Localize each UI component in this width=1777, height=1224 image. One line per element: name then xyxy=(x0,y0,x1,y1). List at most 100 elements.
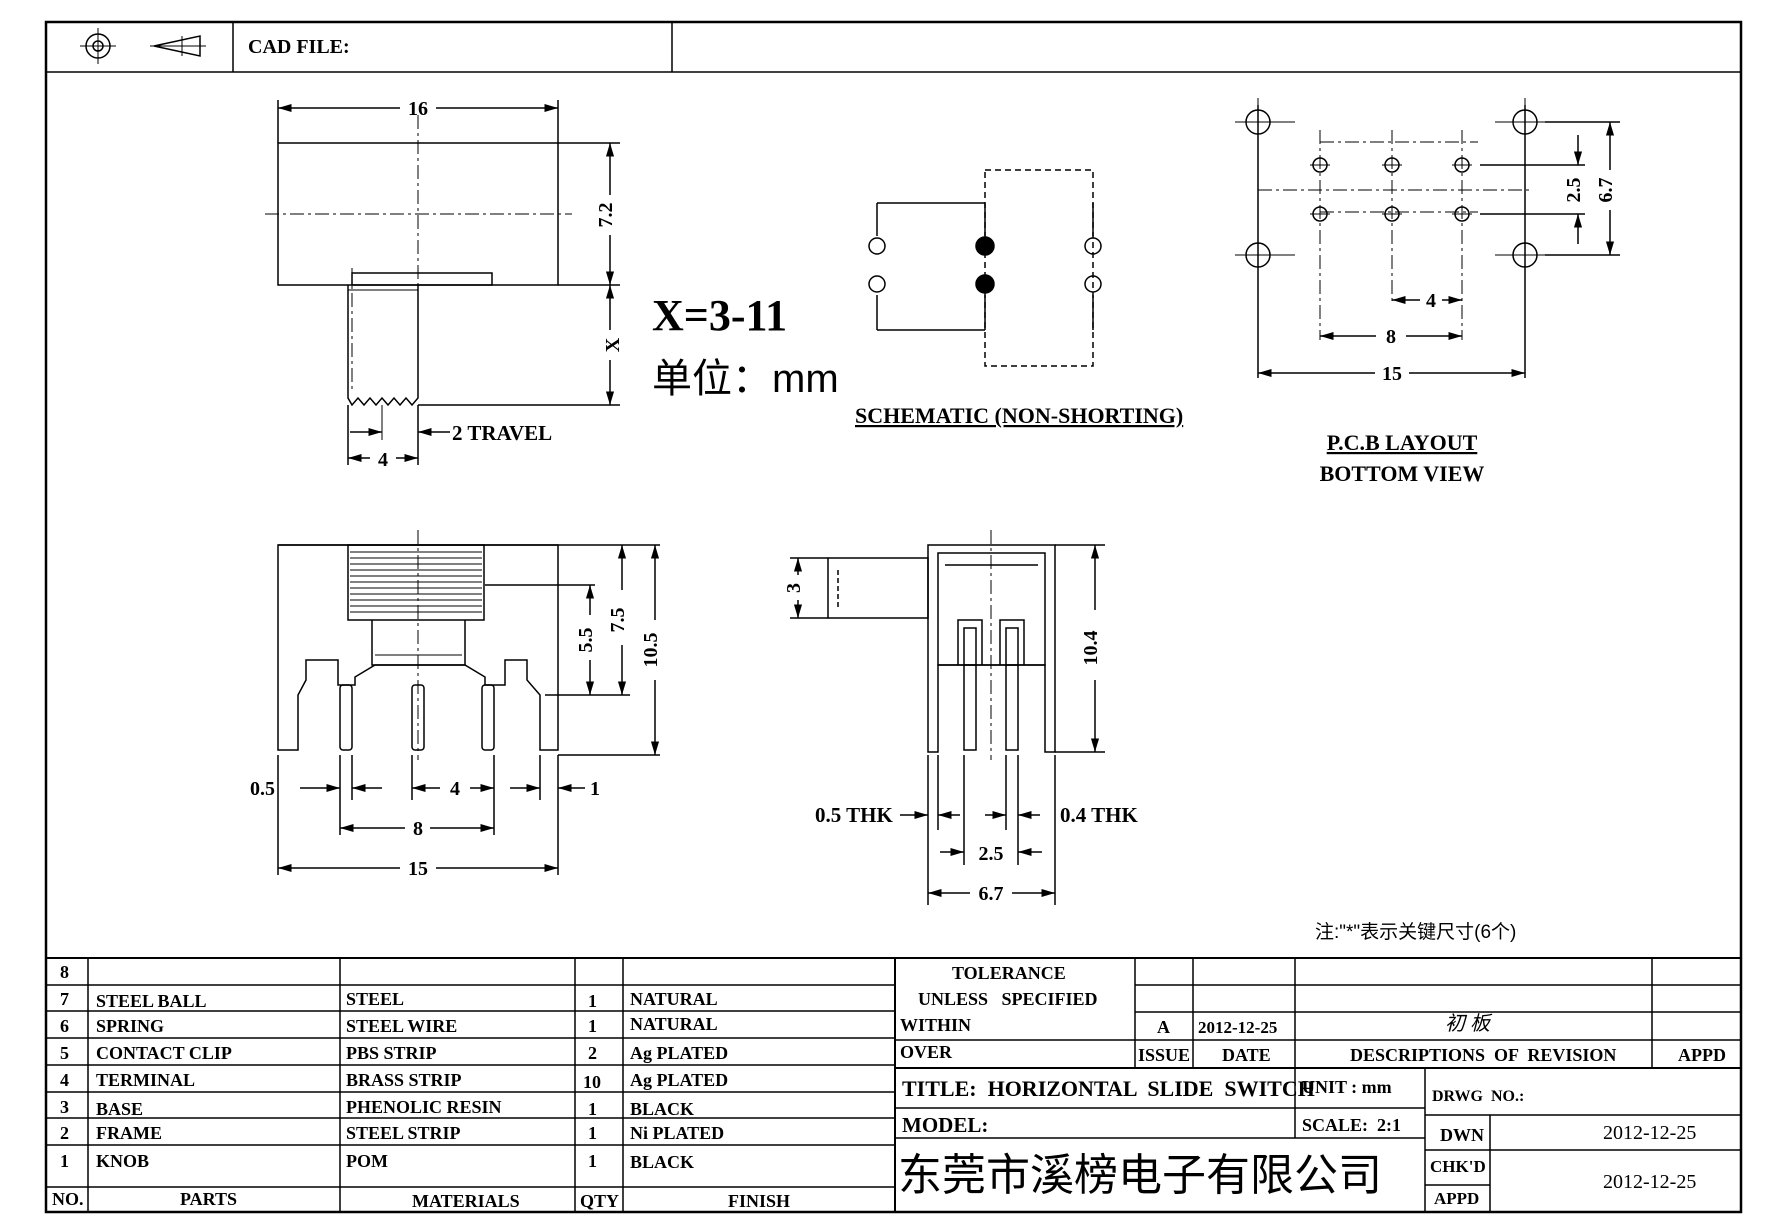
projection-symbol-icon xyxy=(80,28,206,64)
schematic-title: SCHEMATIC (NON-SHORTING) xyxy=(855,403,1183,428)
knob-width-label: 4 xyxy=(378,449,388,471)
bom-part: BASE xyxy=(96,1099,144,1119)
bom-qty: 10 xyxy=(583,1072,601,1092)
bom-part: FRAME xyxy=(96,1123,162,1143)
revision-date: 2012-12-25 xyxy=(1198,1018,1278,1037)
bom-part: STEEL BALL xyxy=(96,991,207,1011)
bom-part: SPRING xyxy=(96,1016,165,1036)
issue-label: ISSUE xyxy=(1138,1045,1191,1065)
pcb-layout xyxy=(1235,98,1620,378)
header-qty: QTY xyxy=(580,1191,620,1211)
descriptions-label: DESCRIPTIONS OF REVISION xyxy=(1350,1045,1617,1065)
side-d-3: 3 xyxy=(783,583,805,593)
drwg-no-label: DRWG NO.: xyxy=(1432,1088,1525,1105)
header-materials: MATERIALS xyxy=(412,1191,520,1211)
side-thk-right: 0.4 THK xyxy=(1060,803,1138,827)
header-parts: PARTS xyxy=(180,1189,238,1209)
bom-material: STEEL STRIP xyxy=(346,1123,461,1143)
front-h-10-5: 10.5 xyxy=(640,633,662,668)
side-view xyxy=(790,530,1105,905)
chk-date: 2012-12-25 xyxy=(1603,1171,1697,1193)
cad-file-label: CAD FILE: xyxy=(248,36,350,58)
bom-finish: Ag PLATED xyxy=(630,1043,729,1063)
front-d-4: 4 xyxy=(450,778,460,800)
bom-part: TERMINAL xyxy=(96,1070,196,1090)
revision-letter: A xyxy=(1157,1017,1170,1037)
schematic-diagram xyxy=(868,169,1102,367)
header-finish: FINISH xyxy=(728,1191,791,1211)
pcb-dim-2-5: 2.5 xyxy=(1563,178,1585,203)
bom-no: 3 xyxy=(60,1097,69,1117)
bom-finish: Ag PLATED xyxy=(630,1070,729,1090)
bom-no: 7 xyxy=(60,989,69,1009)
pcb-subtitle: BOTTOM VIEW xyxy=(1320,461,1485,486)
over-label: OVER xyxy=(900,1042,953,1062)
top-x-label: X xyxy=(602,337,624,352)
bom-material: STEEL WIRE xyxy=(346,1016,458,1036)
bom-qty: 1 xyxy=(588,1099,597,1119)
pcb-dim-8: 8 xyxy=(1386,326,1396,348)
bom-qty: 1 xyxy=(588,1151,597,1171)
header-block: CAD FILE: xyxy=(80,22,673,72)
bom-finish: NATURAL xyxy=(630,1014,718,1034)
tolerance-label: TOLERANCE xyxy=(952,963,1066,983)
date-label: DATE xyxy=(1222,1045,1271,1065)
side-h-10-4: 10.4 xyxy=(1080,631,1102,666)
pcb-dim-15: 15 xyxy=(1382,363,1402,385)
bom-finish: BLACK xyxy=(630,1099,695,1119)
bom-material: BRASS STRIP xyxy=(346,1070,462,1090)
bom-finish: NATURAL xyxy=(630,989,718,1009)
front-d-0-5: 0.5 xyxy=(250,778,275,800)
bom-qty: 1 xyxy=(588,1123,597,1143)
bom-no: 5 xyxy=(60,1043,69,1063)
top-view xyxy=(265,100,620,465)
bom-no: 8 xyxy=(60,962,69,982)
footnote: 注:"*"表示关键尺寸(6个) xyxy=(1315,921,1516,943)
header-no: NO. xyxy=(52,1189,84,1209)
bom-finish: Ni PLATED xyxy=(630,1123,725,1143)
bom-qty: 2 xyxy=(588,1043,597,1063)
dwn-date: 2012-12-25 xyxy=(1603,1122,1697,1144)
side-d-2-5: 2.5 xyxy=(979,843,1004,865)
within-label: WITHIN xyxy=(900,1015,972,1035)
unit-note: 单位：mm xyxy=(652,357,839,401)
bom-no: 2 xyxy=(60,1123,69,1143)
side-thk-left: 0.5 THK xyxy=(815,803,893,827)
unless-label: UNLESS SPECIFIED xyxy=(918,989,1098,1009)
front-view xyxy=(277,530,660,875)
bom-finish: BLACK xyxy=(630,1152,695,1172)
front-d-8: 8 xyxy=(413,818,423,840)
pcb-dim-6-7: 6.7 xyxy=(1595,178,1617,203)
model-label: MODEL: xyxy=(902,1113,989,1137)
bom-part: CONTACT CLIP xyxy=(96,1043,232,1063)
bom-no: 1 xyxy=(60,1151,69,1171)
top-height-label: 7.2 xyxy=(595,203,617,228)
front-h-5-5: 5.5 xyxy=(575,628,597,653)
top-width-label: 16 xyxy=(408,98,428,120)
bom-part: KNOB xyxy=(96,1151,150,1171)
pcb-title: P.C.B LAYOUT xyxy=(1327,430,1478,455)
appd-label: APPD xyxy=(1678,1045,1726,1065)
drawing-title: TITLE: HORIZONTAL SLIDE SWITCH xyxy=(902,1076,1315,1101)
sheet-border xyxy=(44,20,1743,1214)
pcb-dim-4: 4 xyxy=(1426,290,1436,312)
appd-sign-label: APPD xyxy=(1434,1189,1480,1208)
unit-label: UNIT : mm xyxy=(1302,1077,1392,1097)
bom-material: POM xyxy=(346,1151,388,1171)
title-block-grid xyxy=(46,957,1741,1212)
side-d-6-7: 6.7 xyxy=(979,883,1004,905)
front-h-7-5: 7.5 xyxy=(607,608,629,633)
dwn-label: DWN xyxy=(1440,1125,1484,1145)
chkd-label: CHK'D xyxy=(1430,1157,1486,1176)
front-d-1: 1 xyxy=(590,778,600,800)
revision-description: 初 板 xyxy=(1445,1013,1490,1035)
bom-material: PHENOLIC RESIN xyxy=(346,1097,502,1117)
bom-material: PBS STRIP xyxy=(346,1043,437,1063)
bom-qty: 1 xyxy=(588,991,597,1011)
bom-no: 6 xyxy=(60,1016,69,1036)
bom-qty: 1 xyxy=(588,1016,597,1036)
bom-no: 4 xyxy=(60,1070,69,1090)
travel-label: 2 TRAVEL xyxy=(452,421,552,445)
scale-label: SCALE: 2:1 xyxy=(1302,1115,1402,1135)
